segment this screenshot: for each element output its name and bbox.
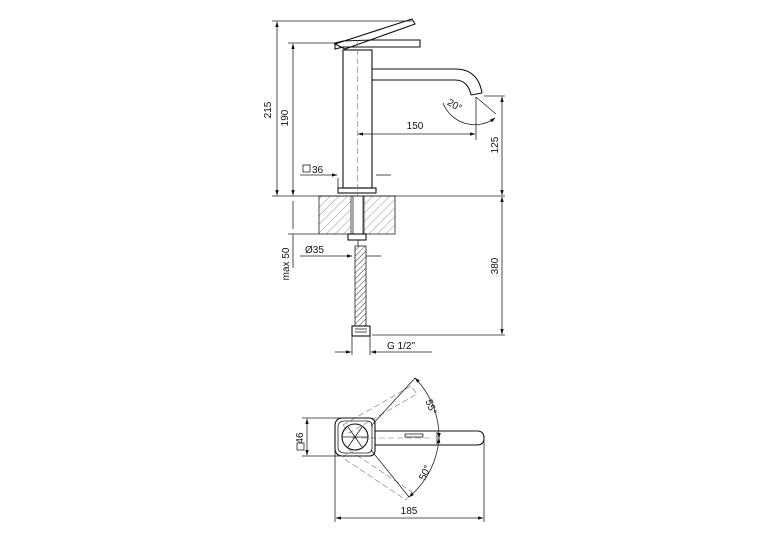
counter-slab <box>318 195 396 235</box>
dim-d35: Ø35 <box>300 245 381 258</box>
dim-380-label: 380 <box>490 257 501 274</box>
dim-380: 380 <box>372 196 505 336</box>
dim-d35-label: Ø35 <box>305 245 324 256</box>
handle-lever <box>333 18 421 51</box>
dim-max50: max 50 <box>281 201 319 280</box>
dim-190: 190 <box>280 42 335 196</box>
dim-g12: G 1/2" <box>335 341 432 354</box>
dim-125-label: 125 <box>490 136 501 153</box>
dim-150-label: 150 <box>407 121 424 132</box>
dim-g12-label: G 1/2" <box>387 341 415 352</box>
dim-36: 36 <box>300 164 391 193</box>
side-view: 215 190 150 20° 125 <box>263 18 505 355</box>
dim-max50-label: max 50 <box>281 247 292 280</box>
dim-215: 215 <box>263 20 412 196</box>
dim-185: 185 <box>334 440 485 522</box>
dim-46-label: 46 <box>295 432 306 444</box>
dim-46: 46 <box>295 417 343 457</box>
dim-190-label: 190 <box>280 109 291 126</box>
dim-125: 125 <box>484 95 505 196</box>
dim-150: 150 <box>357 97 477 140</box>
lever-rotation-positions <box>342 385 430 501</box>
angle-55: 55° <box>370 377 441 439</box>
faucet-body <box>337 49 377 194</box>
top-view: 55° 50° 46 185 <box>295 377 485 522</box>
spout <box>372 68 483 96</box>
dim-185-label: 185 <box>401 506 418 517</box>
dim-36-label: 36 <box>312 165 324 176</box>
angle-20: 20° <box>442 96 497 126</box>
top-body <box>334 417 376 457</box>
angle-50: 50° <box>370 437 441 498</box>
angle-55-label: 55° <box>423 398 439 416</box>
dim-215-label: 215 <box>263 101 274 118</box>
angle-50-label: 50° <box>418 464 434 482</box>
